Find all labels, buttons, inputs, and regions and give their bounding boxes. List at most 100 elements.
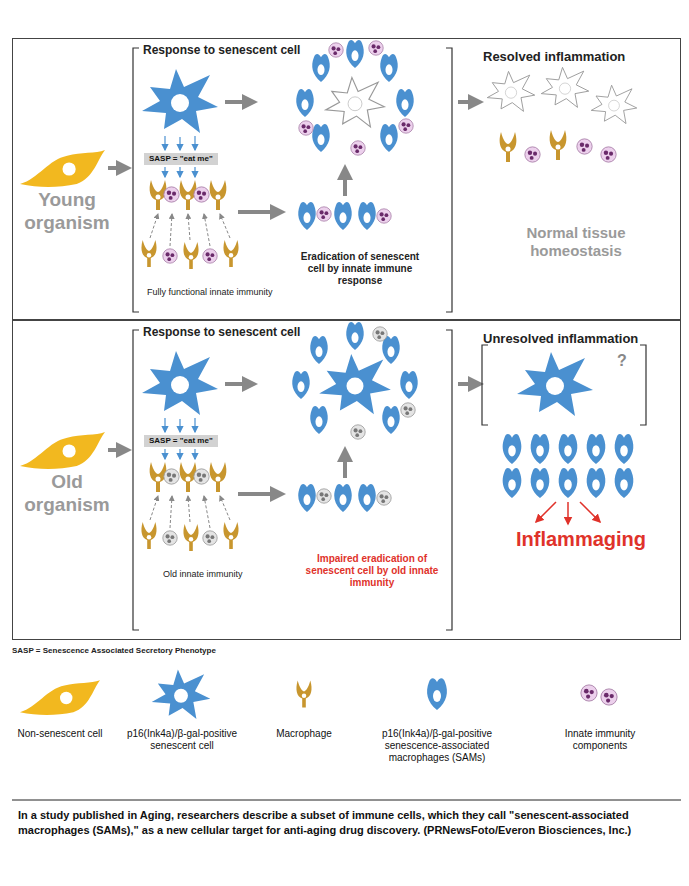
old-illustration-part-part <box>220 496 230 520</box>
young-illustration-part <box>500 132 517 162</box>
young-illustration-part-part <box>194 136 195 150</box>
legend-icons-part <box>152 670 211 719</box>
young-illustration-part <box>150 214 230 246</box>
young-illustration-part <box>377 209 391 223</box>
old-illustration-part <box>238 492 278 496</box>
panel-text: Response to senescent cell <box>143 43 300 57</box>
panel-text: Impaired eradication of senescent cell b… <box>297 553 447 589</box>
panel-text: Old organism <box>17 471 117 517</box>
young-illustration-part <box>164 187 179 202</box>
old-illustration-part <box>133 330 452 630</box>
old-illustration-part-part <box>204 496 210 528</box>
old-illustration-part <box>142 351 218 415</box>
old-illustration <box>20 322 646 630</box>
young-illustration-part <box>334 202 352 230</box>
old-illustration-part <box>587 434 606 464</box>
old-illustration-part <box>298 484 316 512</box>
panel: Old organismResponse to senescent cellOl… <box>12 320 681 640</box>
legend-icons-part <box>427 678 447 710</box>
young-illustration-part-part <box>194 167 195 177</box>
legend-text: p16(Ink4a)/β-gal-positive senescence-ass… <box>362 728 512 764</box>
young-illustration-part <box>133 48 452 312</box>
old-illustration-part <box>401 403 415 417</box>
old-illustration-part-part <box>164 418 165 432</box>
old-illustration-part <box>559 468 578 498</box>
old-illustration-part <box>163 531 177 545</box>
young-illustration-part <box>238 210 278 214</box>
young-illustration-part <box>298 202 316 230</box>
panel-text: Fully functional innate immunity <box>147 287 297 298</box>
young-illustration-part <box>312 124 330 152</box>
old-illustration-part <box>319 354 391 414</box>
young-illustration-part <box>317 207 331 221</box>
young-illustration-part-part <box>188 214 190 240</box>
old-illustration-part <box>503 434 522 464</box>
legend-icons <box>20 670 617 719</box>
legend-text: Innate immunity components <box>540 728 660 752</box>
old-illustration-part <box>531 434 550 464</box>
old-illustration-part <box>310 336 328 364</box>
legend-icons-part <box>20 680 100 715</box>
legend-text: Non-senescent cell <box>5 728 115 740</box>
old-illustration-part <box>346 322 364 350</box>
old-illustration-part <box>141 522 156 549</box>
old-illustration-part <box>482 345 646 425</box>
young-illustration-part <box>541 67 589 107</box>
young-illustration-part <box>380 124 398 152</box>
old-illustration-part-part <box>179 449 180 459</box>
old-illustration-part <box>183 524 198 551</box>
young-illustration-part <box>358 202 376 230</box>
panel-text: Resolved inflammation <box>483 49 625 65</box>
panel-text: Unresolved inflammation <box>483 331 638 347</box>
old-illustration-part <box>223 522 238 549</box>
sasp-box: SASP = "eat me" <box>144 435 218 447</box>
young-illustration-part <box>380 54 398 82</box>
young-illustration-part <box>20 150 105 187</box>
legend-text: p16(Ink4a)/β-gal-positive senescent cell <box>117 728 247 752</box>
old-illustration-part <box>373 327 387 341</box>
old-illustration-part <box>310 406 328 434</box>
footnote: SASP = Senescence Associated Secretory P… <box>12 646 216 656</box>
young-illustration-part <box>210 180 227 210</box>
old-illustration-part <box>203 531 217 545</box>
panel-text: Young organism <box>17 189 117 235</box>
panel-text: ? <box>617 351 627 370</box>
old-illustration-part <box>334 484 352 512</box>
young-illustration-part <box>203 249 217 263</box>
old-illustration-part <box>382 336 400 364</box>
old-illustration-part <box>517 352 593 416</box>
old-illustration-part-part <box>536 502 556 522</box>
young-illustration-part <box>223 240 238 267</box>
young-illustration-part <box>577 139 592 154</box>
old-illustration-part <box>108 448 124 452</box>
old-illustration-part <box>343 454 347 478</box>
young-illustration-part <box>346 40 364 68</box>
young-illustration-part <box>458 100 476 104</box>
young-illustration-part <box>194 187 209 202</box>
old-illustration-part <box>377 491 391 505</box>
old-illustration-part <box>587 468 606 498</box>
old-illustration-part <box>351 425 365 439</box>
young-illustration-part <box>351 141 365 155</box>
young-illustration-part-part <box>164 136 165 150</box>
old-illustration-part <box>531 468 550 498</box>
old-illustration-part <box>194 469 209 484</box>
young-illustration-part <box>108 166 124 170</box>
young-illustration-part <box>591 85 637 123</box>
old-illustration-part <box>210 462 227 492</box>
old-illustration-part <box>292 371 310 399</box>
old-illustration-part-part <box>580 502 600 522</box>
legend-icons-part <box>601 689 617 705</box>
young-illustration-part-part <box>204 214 210 246</box>
caption: In a study published in Aging, researche… <box>18 808 673 838</box>
old-illustration-part <box>317 489 331 503</box>
young-illustration-part <box>343 172 347 196</box>
old-illustration-part-part <box>194 449 195 459</box>
old-illustration-part-part <box>164 449 165 459</box>
old-illustration-part <box>503 468 522 498</box>
young-illustration-part <box>312 54 330 82</box>
old-illustration-part-part <box>179 419 180 432</box>
young-illustration-part-part <box>164 167 165 177</box>
panel: Young organism Response to senescent cell… <box>12 38 681 320</box>
